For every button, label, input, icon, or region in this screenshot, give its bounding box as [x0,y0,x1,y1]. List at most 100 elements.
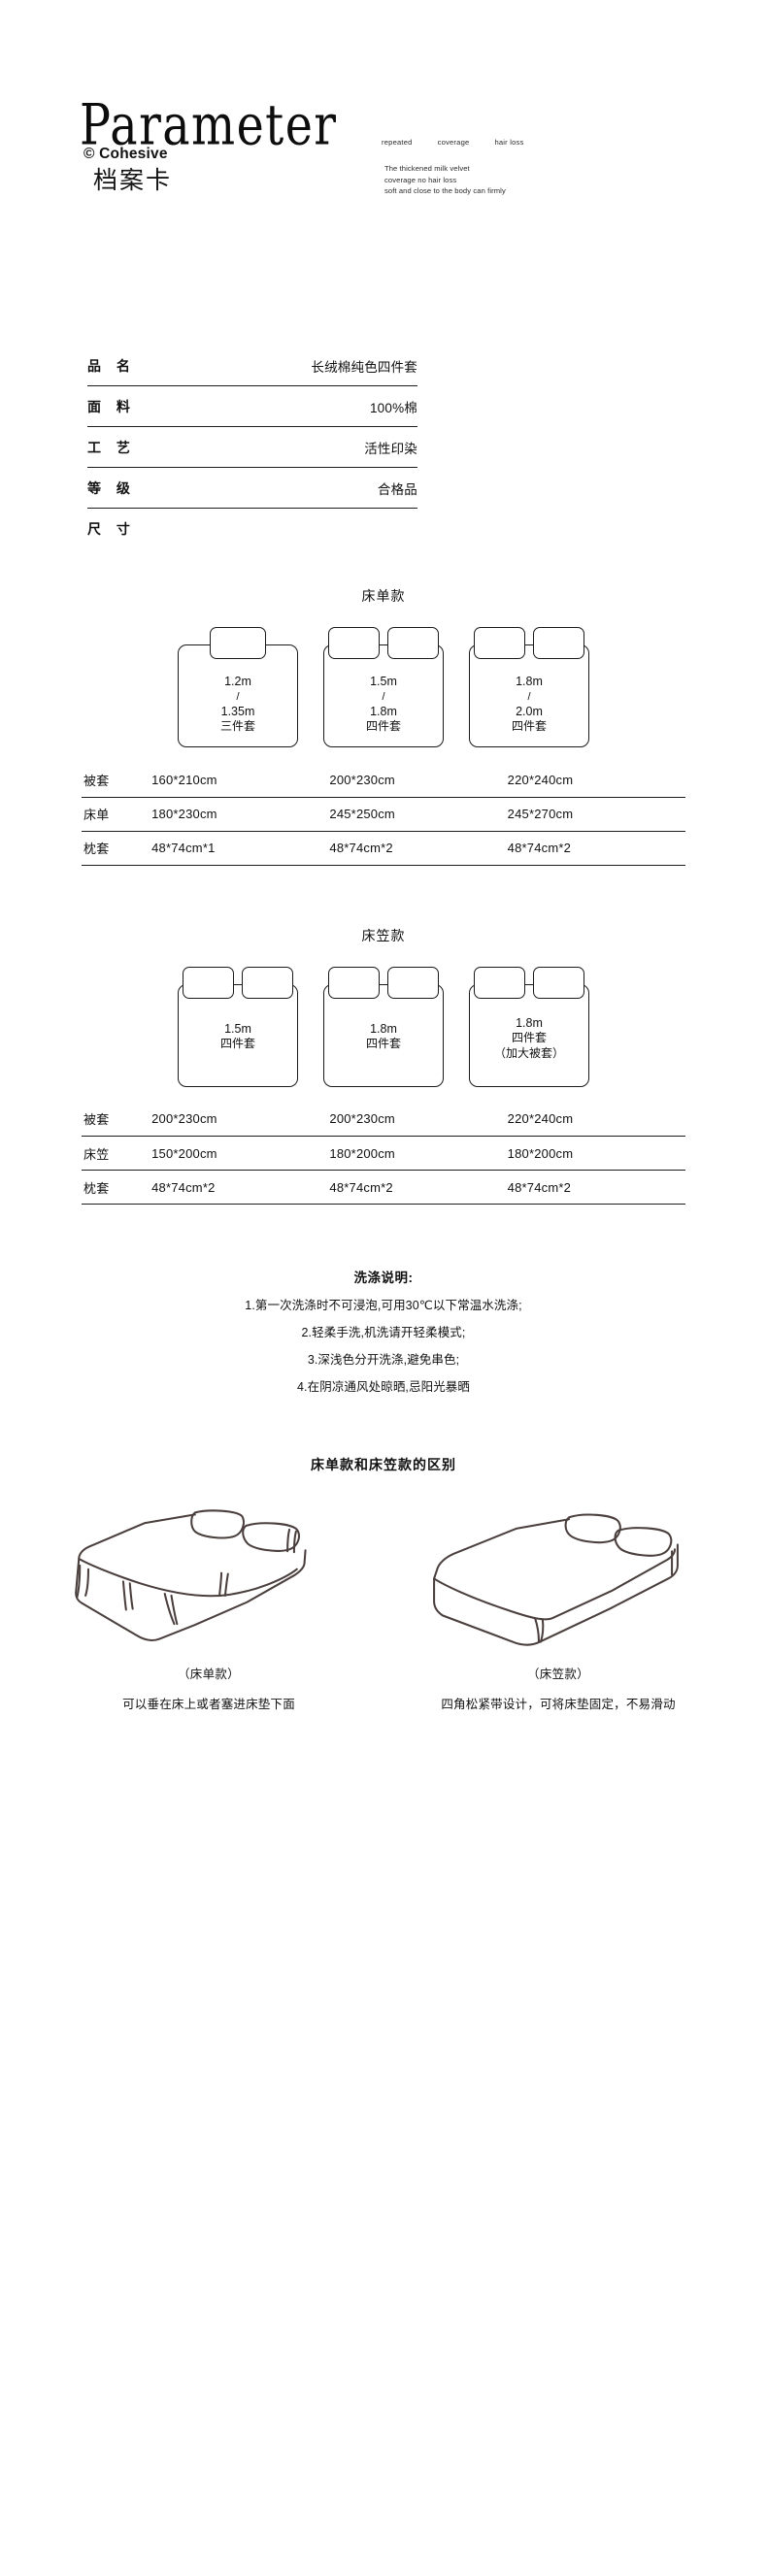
page-header: Parameter © Cohesive 档案卡 repeated coverag… [0,0,767,320]
cell-value: 150*200cm [151,1145,217,1161]
table-row: 床笠 150*200cm 180*200cm 180*200cm [82,1136,685,1171]
comparison-note: 四角松紧带设计，可将床垫固定，不易滑动 [441,1698,676,1711]
param-key: 面 料 [87,398,136,414]
cell-value: 48*74cm*2 [507,1179,572,1195]
flat-sheet-section-title: 床单款 [361,588,406,604]
washing-item: 1.第一次洗涤时不可浸泡,可用30℃以下常温水洗涤; [245,1299,522,1312]
cell-value: 180*200cm [329,1145,395,1161]
bed-body-shape [178,644,298,747]
bed-diagram: 1.8m 四件套 [323,966,444,1087]
pillow-icon [387,627,439,659]
bed-body-shape [469,644,589,747]
pillow-icon [474,627,525,659]
pillow-icon [533,627,584,659]
bed-label: 1.8m 四件套 （加大被套） [469,1015,589,1062]
cell-value: 160*210cm [151,772,217,787]
param-value: 长绒棉纯色四件套 [311,359,417,375]
table-row: 枕套 48*74cm*1 48*74cm*2 48*74cm*2 [82,831,685,865]
param-value: 100%棉 [369,400,417,415]
param-row-name: 品 名 长绒棉纯色四件套 [87,346,417,386]
bed-size-secondary: 2.0m [516,704,543,718]
bed-set-type: 四件套 [219,1037,255,1050]
bed-set-type: 四件套 [365,1037,401,1050]
bed-size-primary: 1.8m [516,1015,543,1030]
comparison-row: （床单款） 可以垂在床上或者塞进床垫下面 （床笠款） 四角松紧带设计，可将床垫固… [0,1492,767,1712]
cell-value: 220*240cm [507,1111,574,1127]
table-row: 被套 200*230cm 200*230cm 220*240cm [82,1103,685,1137]
cell-value: 180*200cm [507,1145,574,1161]
flat-sheet-illustration [74,1509,307,1642]
comparison-fitted-sheet: （床笠款） 四角松紧带设计，可将床垫固定，不易滑动 [398,1492,718,1712]
washing-title: 洗涤说明: [353,1271,414,1285]
header-description: The thickened milk velvet coverage no ha… [384,164,506,196]
pillow-icon [242,966,293,999]
cell-value: 200*230cm [329,772,395,787]
param-row-material: 面 料 100%棉 [87,386,417,427]
parameter-table: 品 名 长绒棉纯色四件套 面 料 100%棉 工 艺 活性印染 等 级 合格品 … [87,320,417,549]
bed-label: 1.8m 四件套 [323,1021,444,1052]
brand-name-cn: 档案卡 [93,167,173,194]
bed-body-shape [469,983,589,1087]
bed-body-shape [178,983,298,1087]
pillow-icon [533,966,584,999]
param-key: 工 艺 [87,439,136,455]
param-row-size: 尺 寸 [87,509,417,549]
bed-size-primary: 1.8m [516,675,543,688]
comparison-title: 床单款和床笠款的区别 [311,1457,456,1472]
bed-diagram: 1.8m 四件套 （加大被套） [469,966,589,1087]
bed-label: 1.8m / 2.0m 四件套 [469,674,589,735]
row-label: 床笠 [83,1146,110,1162]
bed-diagram: 1.8m / 2.0m 四件套 [469,627,589,747]
row-label: 床单 [83,808,110,822]
pillow-icon [328,627,380,659]
bed-size-separator: / [527,690,531,703]
bed-size-primary: 1.2m [224,675,251,688]
bed-set-type: 四件套 [511,1031,547,1044]
bed-size-secondary: 1.8m [370,704,397,718]
fitted-sheet-spec-table: 被套 200*230cm 200*230cm 220*240cm 床笠 150*… [82,1103,685,1205]
bed-size-primary: 1.5m [370,675,397,688]
bed-label: 1.2m / 1.35m 三件套 [178,674,298,735]
comparison-flat-sheet: （床单款） 可以垂在床上或者塞进床垫下面 [49,1492,369,1712]
bed-size-primary: 1.5m [224,1021,251,1036]
pillow-icon [183,966,234,999]
pillow-icon [387,966,439,999]
row-label: 枕套 [83,1180,110,1196]
flat-sheet-bed-diagrams: 1.2m / 1.35m 三件套 1.5m / 1.8m 四件套 1.8m [0,627,767,747]
comparison-caption: （床单款） [177,1668,240,1681]
fitted-sheet-section-title: 床笠款 [361,927,406,943]
bed-set-type: 四件套 [511,719,547,734]
bed-size-secondary: 1.35m [220,704,255,718]
page-title: Parameter [80,92,338,158]
comparison-caption: （床笠款） [526,1668,589,1681]
table-row: 床单 180*230cm 245*250cm 245*270cm [82,797,685,831]
bed-size-primary: 1.8m [370,1021,397,1036]
keyword-repeated: repeated [382,138,413,147]
table-row: 枕套 48*74cm*2 48*74cm*2 48*74cm*2 [82,1170,685,1205]
flat-sheet-spec-table: 被套 160*210cm 200*230cm 220*240cm 床单 180*… [82,763,685,866]
bed-set-type: 三件套 [219,719,255,734]
row-label: 被套 [83,1112,110,1128]
bed-set-type: 四件套 [365,719,401,734]
bed-size-separator: / [236,690,240,703]
pillow-icon [328,966,380,999]
param-value: 合格品 [377,481,417,497]
bed-body-shape [323,983,444,1087]
bed-body-shape [323,644,444,747]
param-row-process: 工 艺 活性印染 [87,427,417,468]
cell-value: 200*230cm [329,1111,395,1127]
cell-value: 48*74cm*1 [151,841,216,855]
bed-set-note: （加大被套） [493,1045,564,1060]
washing-item: 2.轻柔手洗,机洗请开轻柔模式; [301,1326,466,1339]
comparison-note: 可以垂在床上或者塞进床垫下面 [122,1698,295,1711]
cell-value: 48*74cm*2 [329,1179,393,1195]
param-key: 尺 寸 [87,521,136,537]
cell-value: 48*74cm*2 [329,841,393,855]
bed-diagram: 1.5m 四件套 [178,966,298,1087]
brand-name: © Cohesive [83,146,168,162]
pillow-icon [210,627,266,659]
bed-diagram: 1.2m / 1.35m 三件套 [178,627,298,747]
cell-value: 48*74cm*2 [151,1179,216,1195]
keyword-coverage: coverage [437,138,470,147]
